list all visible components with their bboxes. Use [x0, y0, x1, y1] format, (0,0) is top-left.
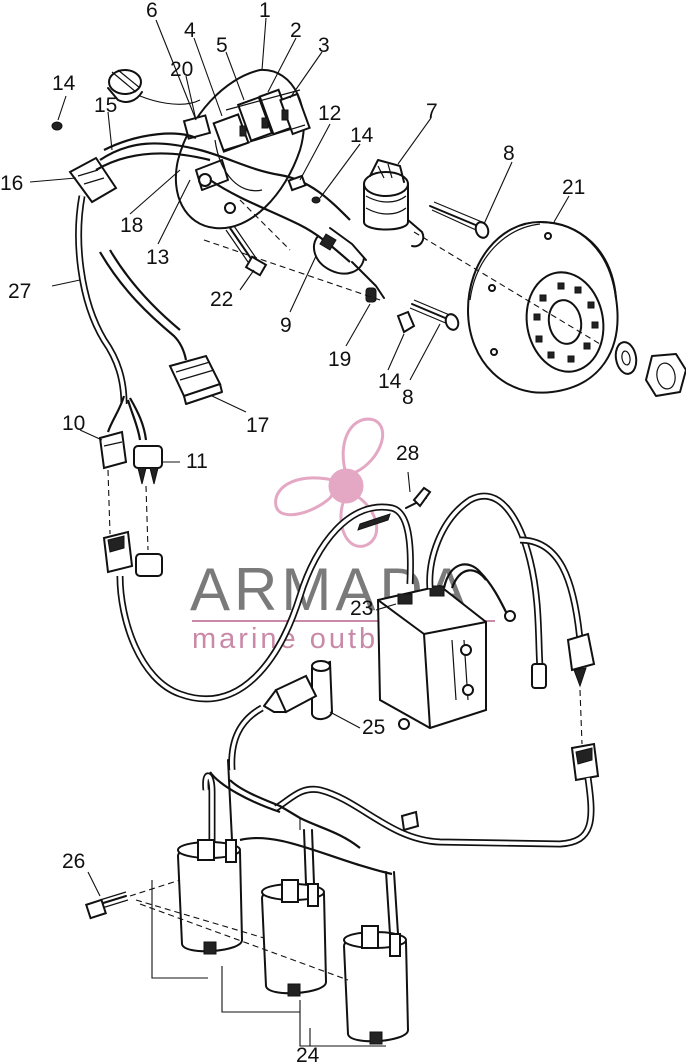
- callout-13: 13: [146, 246, 169, 269]
- pin-19: [365, 287, 377, 303]
- cdi-unit: [376, 584, 487, 730]
- spark-plug-cap-25: [263, 660, 334, 720]
- bracket-9: [313, 227, 385, 299]
- callout-22: 22: [210, 288, 233, 311]
- callout-4: 4: [184, 19, 196, 42]
- connector-10: [98, 430, 128, 470]
- pin-14-lower: [396, 310, 416, 334]
- connector-11: [133, 445, 163, 485]
- wire-clip: [400, 810, 420, 832]
- callout-15: 15: [94, 94, 117, 117]
- pulser-coil: [182, 114, 212, 140]
- lighting-coil-7: [363, 159, 425, 248]
- screw-8-upper: [429, 201, 490, 239]
- callout-9: 9: [280, 314, 292, 337]
- screw-12: [287, 174, 307, 192]
- callout-17: 17: [246, 414, 269, 437]
- callout-7: 7: [426, 100, 438, 123]
- callout-16: 16: [0, 172, 23, 195]
- callout-26: 26: [62, 850, 85, 873]
- connector-17: [168, 354, 223, 405]
- callout-11: 11: [186, 450, 208, 473]
- callout-28: 28: [396, 442, 419, 465]
- flywheel: [467, 221, 619, 394]
- ignition-coil-3: [342, 871, 410, 1045]
- ignition-coil-1: [176, 759, 244, 955]
- ground-wire-28: [357, 486, 432, 531]
- mating-connector-11: [135, 553, 163, 577]
- right-connector-upper: [566, 632, 596, 688]
- callout-27: 27: [8, 280, 31, 303]
- pin-14-mid: [311, 196, 321, 204]
- callout-23: 23: [350, 597, 373, 620]
- callout-14-mid: 14: [350, 124, 374, 147]
- callout-18: 18: [120, 214, 143, 237]
- mating-connector-10: [102, 530, 134, 574]
- pin-14-top: [51, 121, 63, 131]
- callout-19: 19: [328, 348, 351, 371]
- callout-2: 2: [290, 19, 302, 42]
- leader-lines: [29, 17, 570, 897]
- charge-coil-assembly: [212, 88, 311, 153]
- callout-1: 1: [259, 0, 271, 22]
- callout-3: 3: [318, 34, 330, 57]
- callout-14-lower: 14: [378, 370, 402, 393]
- right-connector-lower: [570, 742, 600, 782]
- screw-26: [84, 891, 129, 920]
- callout-21: 21: [562, 176, 585, 199]
- callout-5: 5: [216, 34, 228, 57]
- washer: [614, 341, 638, 375]
- connector-block-16: [68, 156, 118, 204]
- screw-22: [225, 225, 268, 277]
- screw-8-lower: [409, 299, 460, 331]
- ignition-coil-2: [260, 829, 328, 997]
- callout-6: 6: [146, 0, 158, 22]
- callout-25: 25: [362, 716, 385, 739]
- callout-12: 12: [318, 102, 341, 125]
- callout-8-upper: 8: [503, 142, 515, 165]
- cdi-side-connector: [531, 663, 547, 689]
- flywheel-nut: [645, 353, 686, 397]
- callout-24: 24: [296, 1044, 320, 1064]
- callout-10: 10: [62, 412, 85, 435]
- grommet-cap: [107, 69, 143, 103]
- callout-numbers: 1 2 3 4 5 6 7 8 8 9 10 11 12 13 14 14 14…: [0, 0, 585, 1064]
- callout-14-top: 14: [52, 72, 76, 95]
- callout-20: 20: [170, 58, 193, 81]
- callout-8-lower: 8: [402, 386, 414, 409]
